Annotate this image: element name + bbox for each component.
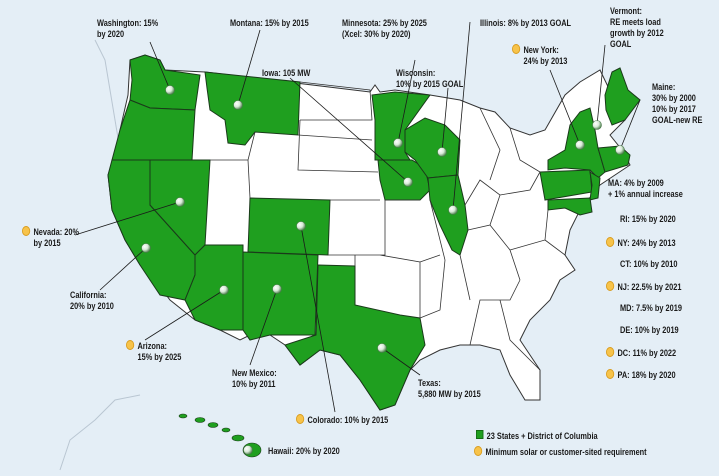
label-hawaii: Hawaii: 20% by 2020 xyxy=(268,446,340,456)
label-texas: Texas:5,880 MW by 2015 xyxy=(418,378,481,399)
state-maine xyxy=(604,67,641,126)
pin-illinois xyxy=(448,205,458,215)
rps-states xyxy=(107,54,641,411)
pin-maine-ma xyxy=(615,145,625,155)
east-list-pa: PA: 18% by 2020 xyxy=(606,369,676,381)
alaska-outline xyxy=(59,394,141,471)
label-illinois: Illinois: 8% by 2013 GOAL xyxy=(480,18,572,28)
pin-arizona xyxy=(219,285,229,295)
label-iowa: Iowa: 105 MW xyxy=(262,68,311,78)
label-new-york-top: New York: 24% by 2013 xyxy=(512,44,567,67)
solar-marker-icon xyxy=(296,414,305,424)
east-list-dc: DC: 11% by 2022 xyxy=(606,347,676,359)
pin-new-york xyxy=(575,140,585,150)
pin-vermont xyxy=(592,120,602,130)
label-nevada: Nevada: 20% by 2015 xyxy=(22,226,79,249)
label-california: California:20% by 2010 xyxy=(70,290,114,311)
pin-minnesota xyxy=(393,138,403,148)
pin-wisconsin xyxy=(437,147,447,157)
pin-colorado xyxy=(296,221,306,231)
east-list-de: DE: 10% by 2019 xyxy=(620,325,679,335)
label-new-mexico: New Mexico:10% by 2011 xyxy=(232,368,277,389)
pin-nevada xyxy=(175,197,185,207)
state-colorado xyxy=(247,197,331,256)
label-arizona: Arizona: 15% by 2025 xyxy=(126,340,181,363)
east-list-md: MD: 7.5% by 2019 xyxy=(620,303,682,313)
legend-solar: Minimum solar or customer-sited requirem… xyxy=(474,446,647,458)
solar-marker-icon xyxy=(126,340,135,350)
label-wisconsin: Wisconsin:10% by 2015 GOAL xyxy=(396,68,464,89)
state-montana xyxy=(204,71,301,146)
label-washington: Washington: 15%by 2020 xyxy=(97,18,159,39)
solar-marker-icon xyxy=(606,347,615,357)
legend-rps: 23 States + District of Columbia xyxy=(476,430,598,442)
state-pins xyxy=(141,85,625,455)
canada-coast xyxy=(94,39,121,151)
green-square-icon xyxy=(476,430,484,439)
east-list-ri: RI: 15% by 2020 xyxy=(620,214,676,224)
pin-california xyxy=(141,243,151,253)
solar-marker-icon xyxy=(606,237,615,247)
state-new-mexico xyxy=(242,251,319,341)
leader-lines xyxy=(74,21,641,413)
state-texas xyxy=(284,264,426,411)
state-new-jersey xyxy=(589,171,601,201)
east-list-ct: CT: 10% by 2010 xyxy=(620,259,678,269)
solar-marker-icon xyxy=(22,226,31,236)
solar-marker-icon xyxy=(474,446,483,456)
pin-iowa xyxy=(403,177,413,187)
east-list-nj: NJ: 22.5% by 2021 xyxy=(606,281,681,293)
pin-hawaii xyxy=(243,445,253,455)
pin-washington xyxy=(165,85,175,95)
pin-montana xyxy=(233,100,243,110)
solar-marker-icon xyxy=(606,281,615,291)
east-list-ny: NY: 24% by 2013 xyxy=(606,237,676,249)
label-colorado: Colorado: 10% by 2015 xyxy=(296,414,388,426)
solar-marker-icon xyxy=(512,44,521,54)
state-washington xyxy=(129,54,201,111)
pin-texas xyxy=(377,343,387,353)
label-minnesota: Minnesota: 25% by 2025(Xcel: 30% by 2020… xyxy=(342,18,427,39)
solar-marker-icon xyxy=(606,369,615,379)
east-list-ma: MA: 4% by 2009+ 1% annual increase xyxy=(608,178,683,199)
state-arizona xyxy=(184,244,244,331)
state-borders xyxy=(210,81,566,371)
label-montana: Montana: 15% by 2015 xyxy=(230,18,309,28)
pin-new-mexico xyxy=(272,284,282,294)
